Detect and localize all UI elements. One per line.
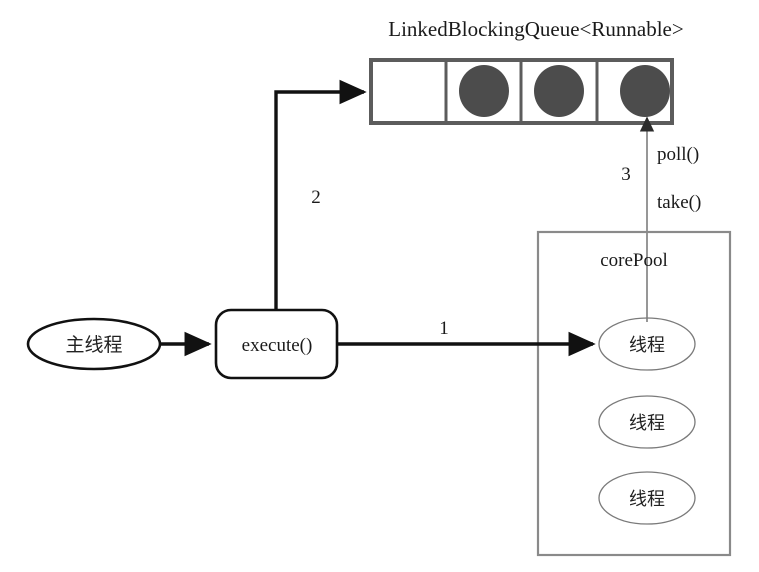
task-token-icon <box>534 65 584 117</box>
worker-thread-label: 线程 <box>629 335 665 356</box>
main-thread-node: 主线程 <box>26 317 162 371</box>
queue-cell-1 <box>459 65 509 117</box>
edge-enqueue: 2 <box>274 79 367 310</box>
edge-step-1-label: 1 <box>439 318 449 339</box>
worker-thread-shape <box>598 317 696 371</box>
linked-blocking-queue <box>369 58 674 125</box>
core-pool-group: corePool 线程 线程 线程 <box>536 230 732 557</box>
worker-thread-2: 线程 <box>598 471 696 525</box>
edge-dispatch: 1 <box>338 318 596 357</box>
worker-thread-label: 线程 <box>629 413 665 434</box>
core-pool-border <box>536 230 732 557</box>
worker-thread-shape <box>598 471 696 525</box>
worker-thread-1: 线程 <box>598 395 696 449</box>
queue-cell-3 <box>620 65 670 117</box>
take-method-label: take() <box>657 192 701 213</box>
main-thread-shape <box>26 317 162 371</box>
queue-cell-2 <box>534 65 584 117</box>
worker-thread-shape <box>598 395 696 449</box>
task-token-icon <box>459 65 509 117</box>
poll-method-label: poll() <box>657 144 699 165</box>
worker-thread-label: 线程 <box>629 489 665 510</box>
edge-step-2-label: 2 <box>311 187 321 208</box>
edge-enqueue-line <box>274 79 367 310</box>
edge-dequeue: 3 poll() take() <box>621 116 701 322</box>
task-token-icon <box>620 65 670 117</box>
core-pool-label: corePool <box>600 250 668 271</box>
execute-node: execute() <box>214 308 339 380</box>
execute-label: execute() <box>242 335 313 356</box>
queue-title: LinkedBlockingQueue<Runnable> <box>388 17 683 41</box>
execute-shape <box>214 308 339 380</box>
main-thread-label: 主线程 <box>65 334 122 356</box>
edge-step-3-label: 3 <box>621 164 631 185</box>
worker-thread-0: 线程 <box>598 317 696 371</box>
